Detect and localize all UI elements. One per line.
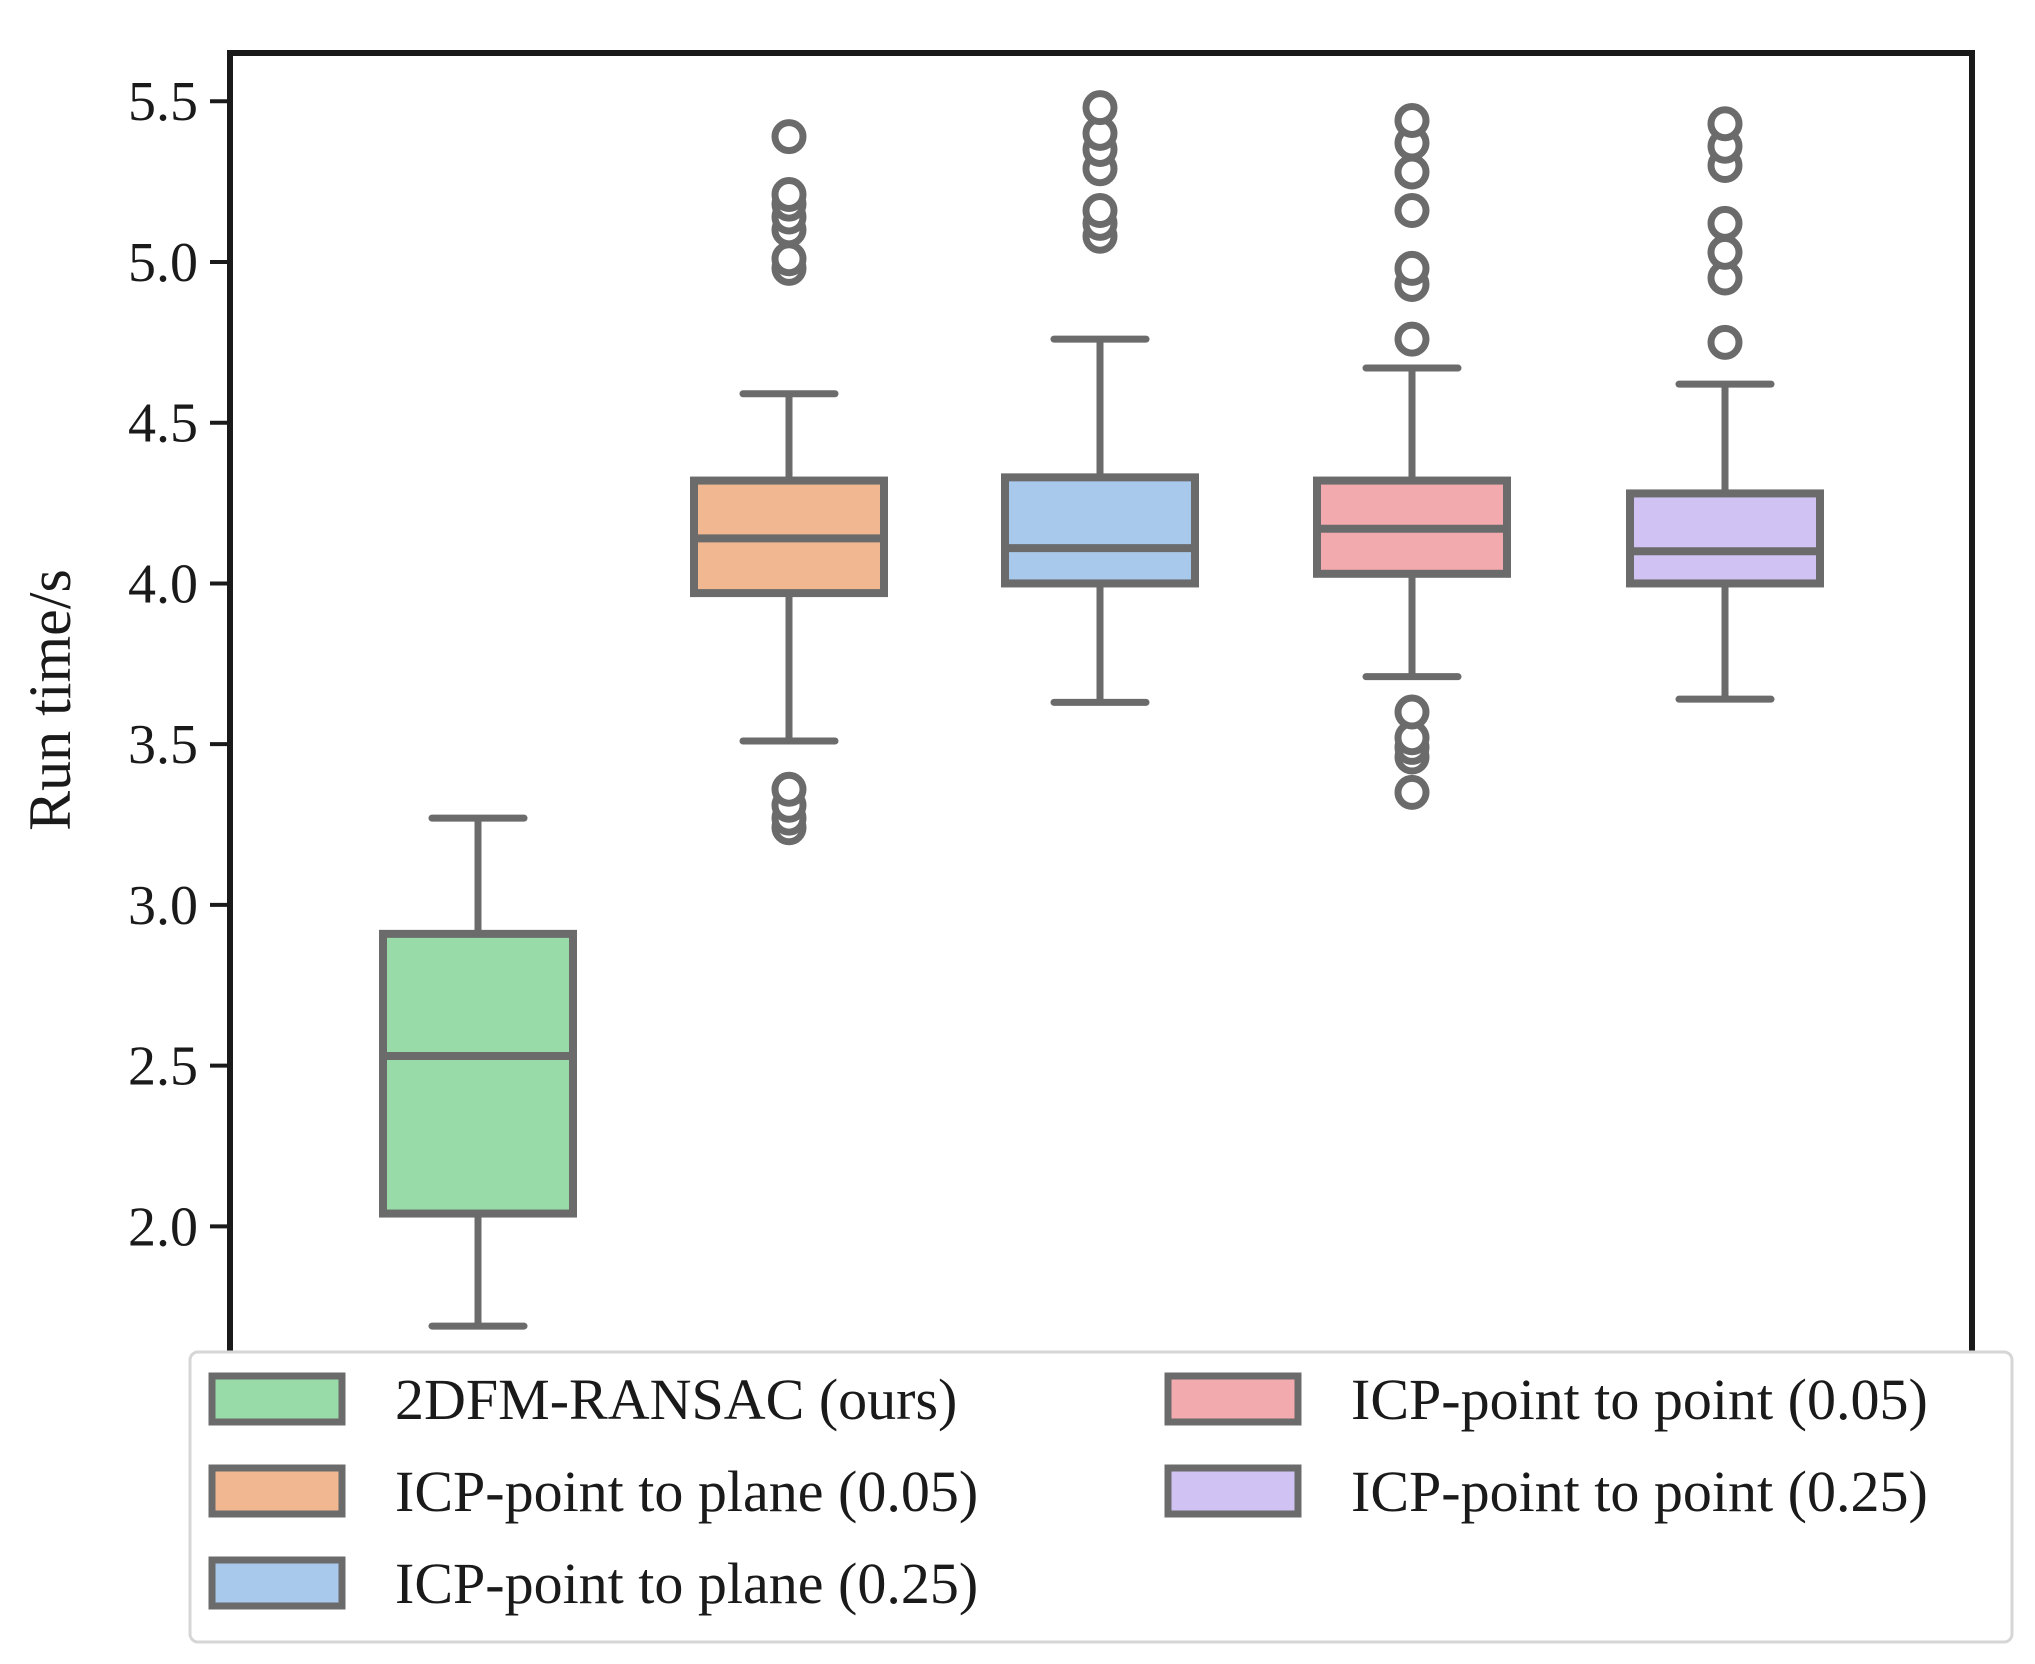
y-axis: 2.0 2.5 3.0 3.5 4.0 4.5 5.0 5.5 <box>128 71 230 1258</box>
legend-item: 2DFM-RANSAC (ours) <box>208 1367 957 1432</box>
plot-area <box>379 90 1824 1330</box>
outlier-point <box>1082 193 1118 229</box>
outlier-point <box>1394 774 1430 810</box>
legend: 2DFM-RANSAC (ours) ICP-point to plane (0.… <box>188 1350 2014 1644</box>
outlier-point <box>1707 324 1743 360</box>
box-group <box>690 119 888 846</box>
y-axis-label: Run time/s <box>17 569 83 831</box>
outlier-point <box>771 176 807 212</box>
legend-item: ICP-point to plane (0.25) <box>208 1551 978 1616</box>
outlier-point <box>1082 90 1118 126</box>
legend-label: ICP-point to point (0.05) <box>1351 1367 1928 1432</box>
legend-item: ICP-point to point (0.05) <box>1164 1367 1928 1432</box>
box-group <box>1001 90 1199 706</box>
y-tick-label: 2.0 <box>128 1196 198 1258</box>
y-tick-label: 4.0 <box>128 553 198 615</box>
outlier-point <box>1394 694 1430 730</box>
legend-item: ICP-point to point (0.25) <box>1164 1459 1928 1524</box>
y-tick-label: 2.5 <box>128 1036 198 1098</box>
y-tick-label: 5.0 <box>128 232 198 294</box>
legend-swatch <box>208 1556 346 1610</box>
legend-label: ICP-point to plane (0.25) <box>395 1551 978 1616</box>
y-tick-label: 5.5 <box>128 71 198 133</box>
y-tick-label: 3.0 <box>128 875 198 937</box>
legend-swatch <box>208 1464 346 1518</box>
y-tick-label: 4.5 <box>128 393 198 455</box>
legend-label: 2DFM-RANSAC (ours) <box>395 1367 957 1432</box>
outlier-point <box>1394 321 1430 357</box>
legend-swatch <box>208 1372 346 1426</box>
outlier-point <box>1394 103 1430 139</box>
legend-swatch <box>1164 1372 1302 1426</box>
outlier-point <box>1394 154 1430 190</box>
legend-swatch <box>1164 1464 1302 1518</box>
legend-frame <box>188 1350 2014 1644</box>
outlier-point <box>771 771 807 807</box>
outlier-point <box>771 119 807 155</box>
legend-label: ICP-point to point (0.25) <box>1351 1459 1928 1524</box>
legend-item: ICP-point to plane (0.05) <box>208 1459 978 1524</box>
y-tick-label: 3.5 <box>128 714 198 776</box>
outlier-point <box>1394 193 1430 229</box>
box-iqr <box>1626 489 1824 588</box>
box-group <box>1313 103 1511 810</box>
outlier-point <box>1707 106 1743 142</box>
box-iqr <box>1001 473 1199 588</box>
outlier-point <box>771 241 807 277</box>
outlier-point <box>1394 250 1430 286</box>
box-group <box>1626 106 1824 703</box>
outlier-point <box>1707 234 1743 270</box>
legend-label: ICP-point to plane (0.05) <box>395 1459 978 1524</box>
box-group <box>379 814 577 1330</box>
box-iqr <box>379 929 577 1218</box>
outlier-point <box>1707 205 1743 241</box>
